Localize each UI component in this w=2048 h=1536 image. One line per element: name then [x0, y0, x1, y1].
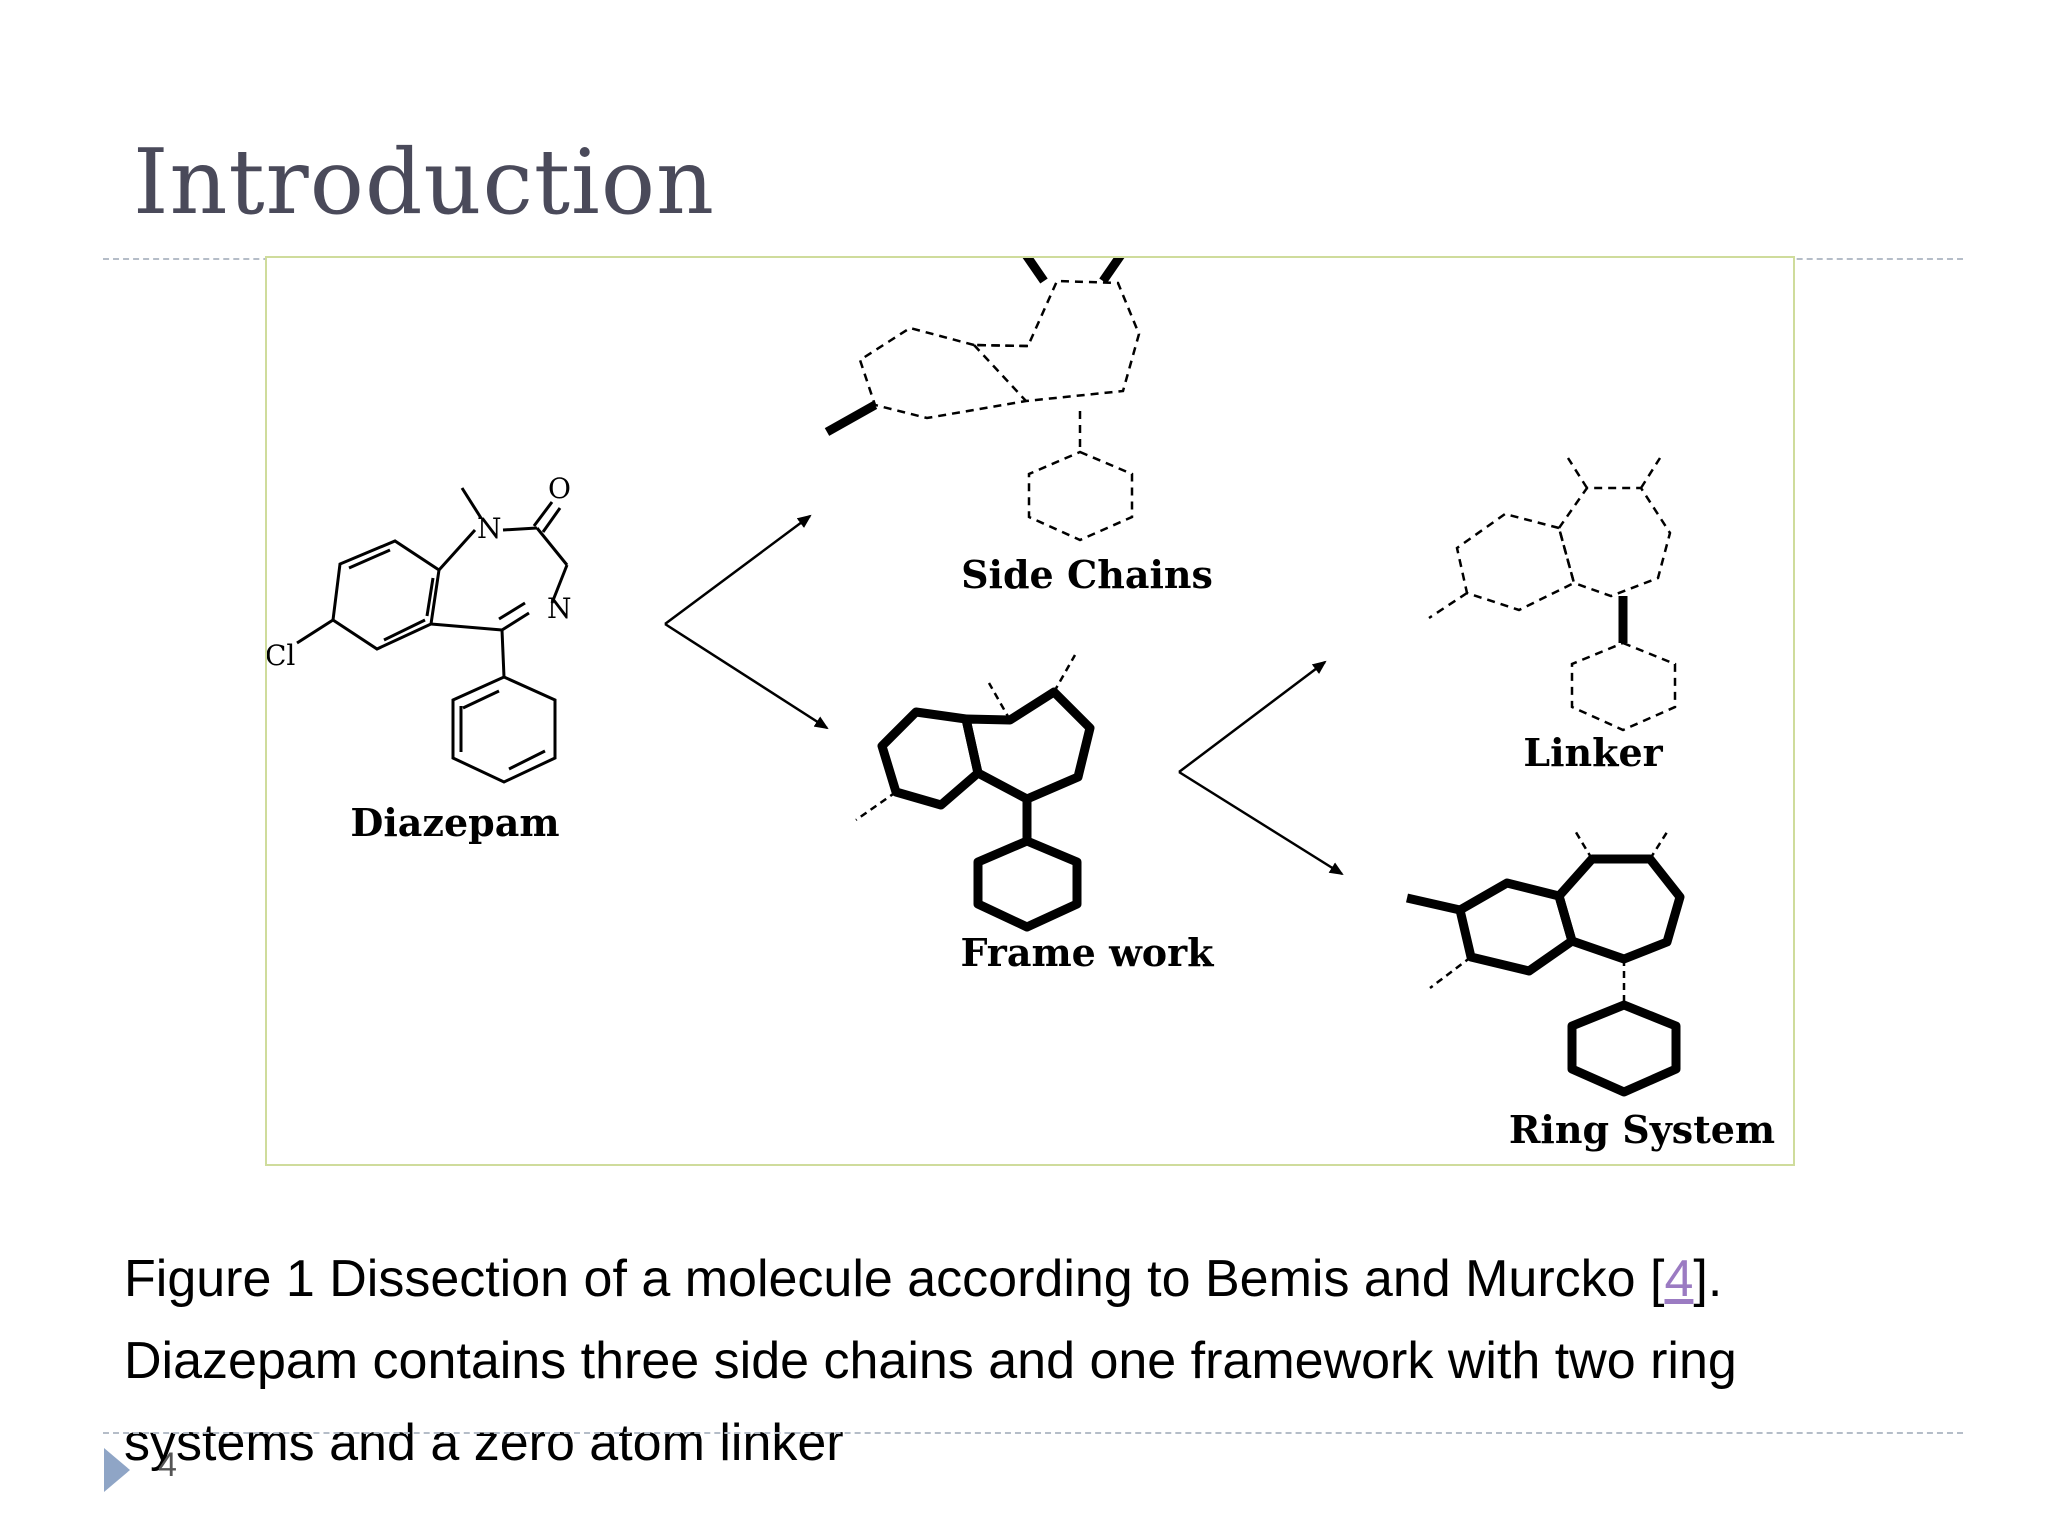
- molecule-dissection-diagram: N O N Cl Diazepam Side Chains: [267, 258, 1775, 1152]
- reference-link[interactable]: 4: [1664, 1250, 1694, 1308]
- dissection-arrows-2: [1178, 660, 1344, 876]
- caption-line-1: Figure 1 Dissection of a molecule accord…: [124, 1250, 1665, 1308]
- page-number: 4: [158, 1446, 177, 1484]
- atom-label-nitrogen: N: [477, 512, 502, 545]
- ring-system-structure: [1406, 828, 1685, 1097]
- slide-title: Introduction: [133, 130, 715, 235]
- diazepam-structure: [296, 487, 569, 784]
- framework-structure: [855, 654, 1095, 932]
- atom-label-oxygen: O: [548, 472, 571, 505]
- framework-label: Frame work: [961, 930, 1215, 975]
- side-chains-label: Side Chains: [961, 552, 1213, 597]
- caption-line-1-end: ].: [1693, 1250, 1723, 1308]
- ring-system-label: Ring System: [1509, 1107, 1775, 1152]
- dissection-arrows-1: [664, 514, 829, 730]
- side-chains-structure: [824, 258, 1141, 542]
- figure-caption: Figure 1 Dissection of a molecule accord…: [124, 1238, 1924, 1484]
- atom-label-nitrogen: N: [547, 592, 572, 625]
- footer-divider: [103, 1432, 1963, 1434]
- linker-structure: [1428, 457, 1677, 732]
- diazepam-label: Diazepam: [350, 800, 559, 845]
- caption-line-3: systems and a zero atom linker: [124, 1414, 844, 1472]
- atom-label-chlorine: Cl: [267, 639, 295, 672]
- caption-line-2: Diazepam contains three side chains and …: [124, 1332, 1737, 1390]
- linker-label: Linker: [1523, 730, 1663, 775]
- figure-frame: N O N Cl Diazepam Side Chains: [265, 256, 1795, 1166]
- slide-marker-triangle-icon: [104, 1448, 130, 1492]
